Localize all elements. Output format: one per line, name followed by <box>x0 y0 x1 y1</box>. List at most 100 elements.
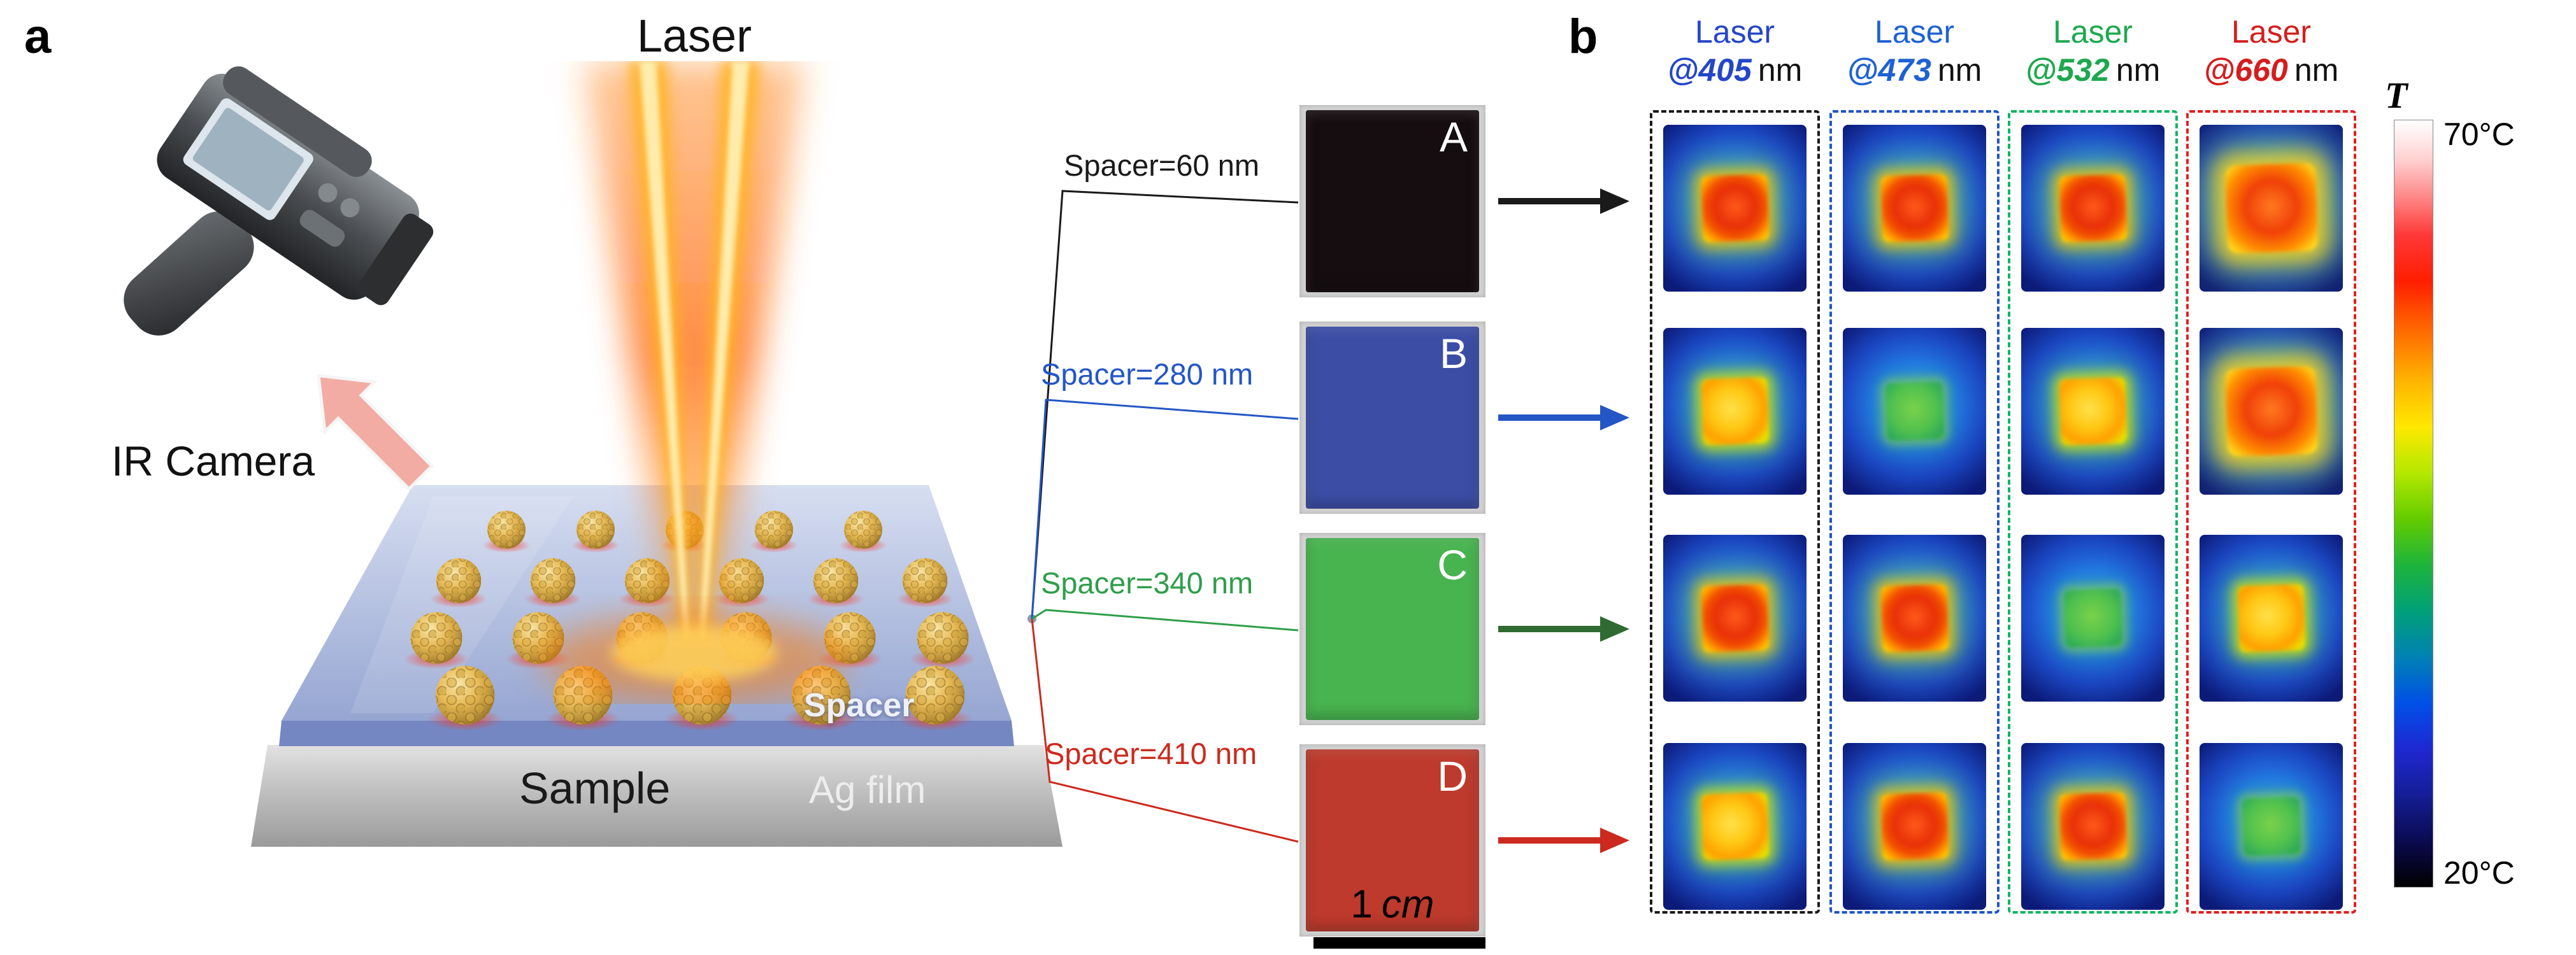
connector-line-a <box>1031 190 1299 619</box>
thermal-image <box>2021 535 2165 702</box>
thermal-column-405 <box>1650 110 1820 914</box>
thermal-image <box>2200 328 2343 495</box>
temp-min-label: 20°C <box>2444 855 2515 891</box>
ir-emission-arrow <box>317 374 434 492</box>
connector-line-c <box>1031 609 1299 632</box>
laser-header-line1: Laser <box>1874 14 1955 50</box>
wavelength-label: @473 <box>1847 52 1931 88</box>
sample-square: D <box>1306 749 1479 931</box>
scale-bar <box>1313 937 1485 949</box>
laser-header-line1: Laser <box>1694 14 1775 50</box>
wavelength-label: @660 <box>2203 52 2288 88</box>
arrow-head <box>1600 616 1629 642</box>
spacer-connector-lines <box>1027 190 1299 843</box>
sample-photo-c: C <box>1299 533 1485 725</box>
thermal-image <box>1843 743 1986 910</box>
sample-square: A <box>1306 110 1479 292</box>
thermal-image <box>1663 328 1807 495</box>
wavelength-unit: nm <box>1937 52 1982 88</box>
sample-square: C <box>1306 538 1479 720</box>
hotspot <box>1880 584 1949 653</box>
laser-header-line1: Laser <box>2052 14 2133 50</box>
sample-label: Sample <box>519 763 671 813</box>
ir-camera-body <box>124 66 434 336</box>
thermal-image <box>1663 535 1807 702</box>
arrow-shaft <box>1498 626 1601 632</box>
wavelength-unit: nm <box>2115 52 2161 88</box>
arrow-head <box>1600 405 1629 430</box>
ir-camera-illustration <box>124 66 434 336</box>
connector-line-d <box>1031 618 1299 843</box>
hotspot <box>1700 584 1770 653</box>
thermal-image <box>2021 328 2165 495</box>
row-arrow-d <box>1498 828 1632 853</box>
hotspot <box>1700 174 1770 243</box>
sample-photo-a: A <box>1299 105 1485 297</box>
arrow-head <box>1600 188 1629 214</box>
spacer-value-label-c: Spacer=340 nm <box>1041 566 1254 600</box>
hotspot <box>1884 381 1945 441</box>
sample-letter: B <box>1439 330 1468 377</box>
hotspot <box>2058 174 2128 243</box>
arrow-shaft <box>1498 837 1601 844</box>
spacer-value-label-d: Spacer=410 nm <box>1045 737 1257 770</box>
sample-photo-b: B <box>1299 322 1485 514</box>
panel-b-label: b <box>1568 10 1598 64</box>
wavelength-unit: nm <box>2294 52 2339 88</box>
panel-a-label: a <box>24 10 52 64</box>
row-arrow-a <box>1498 188 1632 214</box>
arrow-head <box>1600 828 1629 853</box>
scale-number: 1 <box>1350 882 1373 926</box>
hotspot <box>1880 792 1949 861</box>
scale-unit: cm <box>1381 882 1435 926</box>
wavelength-label: @405 <box>1667 52 1752 88</box>
thermal-image <box>1843 535 1986 702</box>
thermal-image <box>1663 743 1807 910</box>
hotspot <box>1880 174 1949 243</box>
sample-letter: D <box>1437 753 1468 800</box>
thermal-column-660 <box>2186 110 2356 914</box>
temp-max-label: 70°C <box>2444 117 2515 152</box>
sample-letter: A <box>1439 113 1468 160</box>
hotspot <box>1700 377 1770 446</box>
row-arrow-b <box>1498 405 1632 430</box>
spacer-value-label-b: Spacer=280 nm <box>1041 357 1254 391</box>
hotspot <box>2063 588 2123 648</box>
thermal-column-473 <box>1829 110 2000 914</box>
connector-line-b <box>1031 399 1299 619</box>
temperature-symbol: T <box>2385 74 2408 116</box>
wavelength-label: @532 <box>2025 52 2110 88</box>
sample-photo-d: D <box>1299 744 1485 937</box>
hotspot <box>2224 162 2318 254</box>
spacer-value-label-a: Spacer=60 nm <box>1064 148 1259 182</box>
wavelength-unit: nm <box>1757 52 1803 88</box>
temperature-colorbar <box>2394 120 2433 888</box>
sample-letter: C <box>1437 541 1468 588</box>
thermal-image <box>2200 125 2343 292</box>
thermal-image <box>2021 743 2165 910</box>
arrow-shaft <box>1498 198 1601 204</box>
ag-film-label: Ag film <box>809 768 926 811</box>
spacer-layer-label: Spacer <box>804 687 915 724</box>
arrow-shaft <box>1498 414 1601 421</box>
ir-camera-label: IR Camera <box>111 437 315 485</box>
thermal-image <box>1843 125 1986 292</box>
thermal-image <box>2200 535 2343 702</box>
hotspot <box>2224 365 2318 457</box>
laser-header-line1: Laser <box>2231 14 2312 50</box>
laser-label: Laser <box>636 11 752 62</box>
row-arrow-c <box>1498 616 1632 642</box>
hotspot <box>2241 796 2301 856</box>
hotspot <box>1700 792 1770 861</box>
thermal-image <box>2200 743 2343 910</box>
hotspot <box>2236 584 2306 653</box>
hotspot <box>2058 792 2128 861</box>
thermal-image <box>1843 328 1986 495</box>
sample-square: B <box>1306 327 1479 509</box>
